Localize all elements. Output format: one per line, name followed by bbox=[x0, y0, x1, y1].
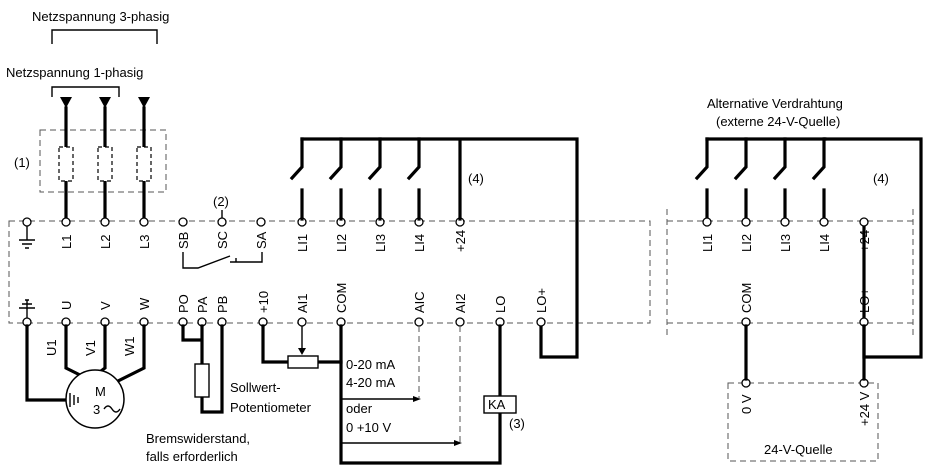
ground-top-icon bbox=[19, 226, 35, 249]
term-SC: SC bbox=[215, 231, 230, 249]
pot-wires bbox=[261, 324, 343, 364]
alt-term-COM: COM bbox=[739, 283, 754, 313]
range-1: 0-20 mA bbox=[346, 357, 395, 372]
aic-arrow-icon bbox=[413, 396, 421, 402]
bracket-1phase bbox=[51, 86, 120, 97]
range-2: 4-20 mA bbox=[346, 375, 395, 390]
alt-term-LI1: LI1 bbox=[700, 234, 715, 252]
term-SA: SA bbox=[254, 231, 269, 249]
motor-m: M bbox=[95, 384, 106, 399]
plus24v-label: +24 V bbox=[857, 391, 872, 426]
term-plus10: +10 bbox=[256, 291, 271, 313]
wire-W1: W1 bbox=[122, 337, 137, 357]
pot-wiper-arrow-icon bbox=[298, 348, 306, 355]
alt-term-LOplus: LO+ bbox=[857, 288, 872, 313]
term-LI2: LI2 bbox=[334, 234, 349, 252]
fuses bbox=[58, 146, 152, 182]
term-U: U bbox=[59, 301, 74, 310]
term-PO: PO bbox=[176, 294, 191, 313]
zero-v-label: 0 V bbox=[739, 394, 754, 414]
term-PA: PA bbox=[195, 296, 210, 313]
term-LI1: LI1 bbox=[295, 234, 310, 252]
sollwert-label-2: Potentiometer bbox=[230, 400, 312, 415]
term-LI3: LI3 bbox=[373, 234, 388, 252]
term-LO: LO bbox=[493, 296, 508, 313]
ka-label: KA bbox=[488, 397, 506, 412]
alt-term-LI4: LI4 bbox=[817, 234, 832, 252]
bottom-terminal-circles bbox=[22, 317, 546, 327]
alt-title-1: Alternative Verdrahtung bbox=[707, 96, 843, 111]
term-SB: SB bbox=[176, 232, 191, 249]
relay-ka bbox=[483, 395, 517, 414]
alt-switches bbox=[694, 137, 923, 359]
brake-resistor bbox=[194, 363, 210, 398]
brems-label-1: Bremswiderstand, bbox=[146, 431, 250, 446]
motor-earth-icon bbox=[69, 393, 79, 407]
term-LOplus: LO+ bbox=[534, 288, 549, 313]
term-LI4: LI4 bbox=[412, 234, 427, 252]
supply-note: (4) bbox=[468, 171, 484, 186]
fuse-box bbox=[39, 129, 167, 193]
range-3: 0 +10 V bbox=[346, 420, 392, 435]
bracket-3phase bbox=[51, 29, 158, 44]
relay-note: (3) bbox=[509, 416, 525, 431]
brems-label-2: falls erforderlich bbox=[146, 449, 238, 464]
alt-supply-note: (4) bbox=[873, 171, 889, 186]
alt-bottom-terminal-circles bbox=[741, 317, 869, 388]
wire-U1: U1 bbox=[44, 339, 59, 356]
sollwert-label-1: Sollwert- bbox=[230, 380, 281, 395]
logic-input-switches bbox=[289, 137, 579, 359]
term-L3: L3 bbox=[137, 235, 152, 249]
term-L2: L2 bbox=[98, 235, 113, 249]
term-plus24: +24 bbox=[453, 230, 468, 252]
sc-note: (2) bbox=[213, 194, 229, 209]
term-COM: COM bbox=[334, 283, 349, 313]
alt-title-2: (externe 24-V-Quelle) bbox=[716, 114, 840, 129]
ai2-arrow-icon bbox=[454, 440, 462, 446]
term-AIC: AIC bbox=[412, 291, 427, 313]
alt-term-LI3: LI3 bbox=[778, 234, 793, 252]
motor-icon bbox=[65, 369, 125, 429]
com-wire bbox=[339, 324, 502, 465]
motor-ground-wire bbox=[25, 324, 70, 402]
oder-label: oder bbox=[346, 401, 373, 416]
alt-enclosure bbox=[666, 209, 914, 335]
potentiometer bbox=[287, 355, 319, 369]
quelle-label: 24-V-Quelle bbox=[764, 442, 833, 457]
ground-bottom-icon bbox=[19, 299, 35, 318]
term-L1: L1 bbox=[59, 235, 74, 249]
ac-tilde-icon bbox=[103, 405, 121, 413]
top-terminal-circles bbox=[22, 217, 465, 227]
supply-box bbox=[727, 382, 879, 462]
label-netz1: Netzspannung 1-phasig bbox=[6, 65, 143, 80]
relay-contact bbox=[182, 252, 263, 269]
line-arrows bbox=[60, 97, 150, 108]
term-W: W bbox=[137, 297, 152, 310]
alt-term-LI2: LI2 bbox=[739, 234, 754, 252]
term-AI1: AI1 bbox=[295, 293, 310, 313]
alt-term-plus24: +24 bbox=[857, 230, 872, 252]
alt-top-terminal-circles bbox=[702, 217, 869, 227]
brake-wires bbox=[181, 324, 224, 414]
term-V: V bbox=[98, 301, 113, 310]
drive-enclosure bbox=[8, 220, 651, 324]
alt-supply-wires bbox=[744, 324, 866, 381]
fuse-note: (1) bbox=[14, 155, 30, 170]
term-PB: PB bbox=[215, 296, 230, 313]
term-AI2: AI2 bbox=[453, 293, 468, 313]
motor-3: 3 bbox=[93, 402, 100, 417]
label-netz3: Netzspannung 3-phasig bbox=[32, 9, 169, 24]
wire-V1: V1 bbox=[83, 340, 98, 356]
